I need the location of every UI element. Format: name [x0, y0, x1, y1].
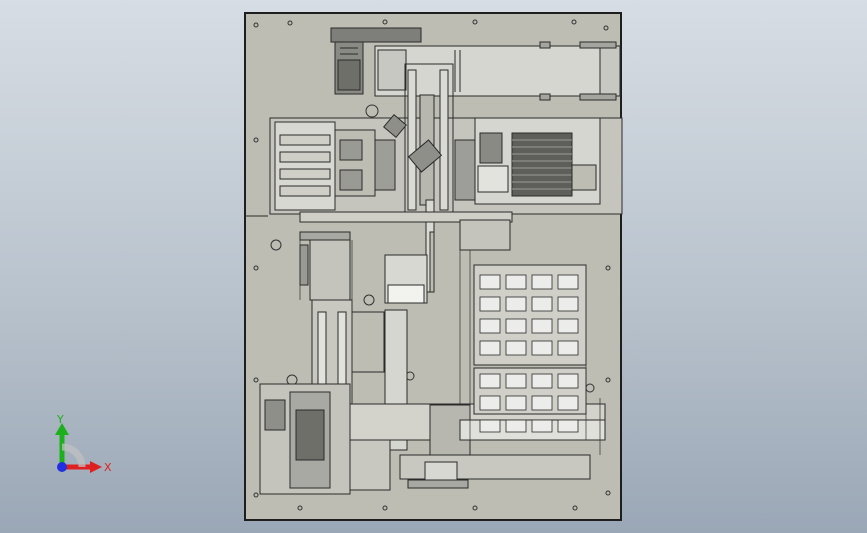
left-mechanism — [259, 299, 408, 495]
y-axis-label: Y — [56, 413, 64, 426]
top-motor — [330, 27, 422, 95]
side-conveyor — [474, 117, 601, 205]
coordinate-triad-icon: Y X — [55, 413, 112, 474]
z-axis-origin — [57, 462, 67, 472]
y-axis-arrow — [55, 423, 69, 435]
detail-lines — [299, 240, 601, 455]
z-axis-arc — [61, 443, 86, 468]
x-axis-arrow — [90, 461, 102, 473]
tray-pockets — [479, 274, 579, 433]
mounting-holes — [253, 19, 611, 511]
x-axis-label: X — [104, 461, 112, 474]
